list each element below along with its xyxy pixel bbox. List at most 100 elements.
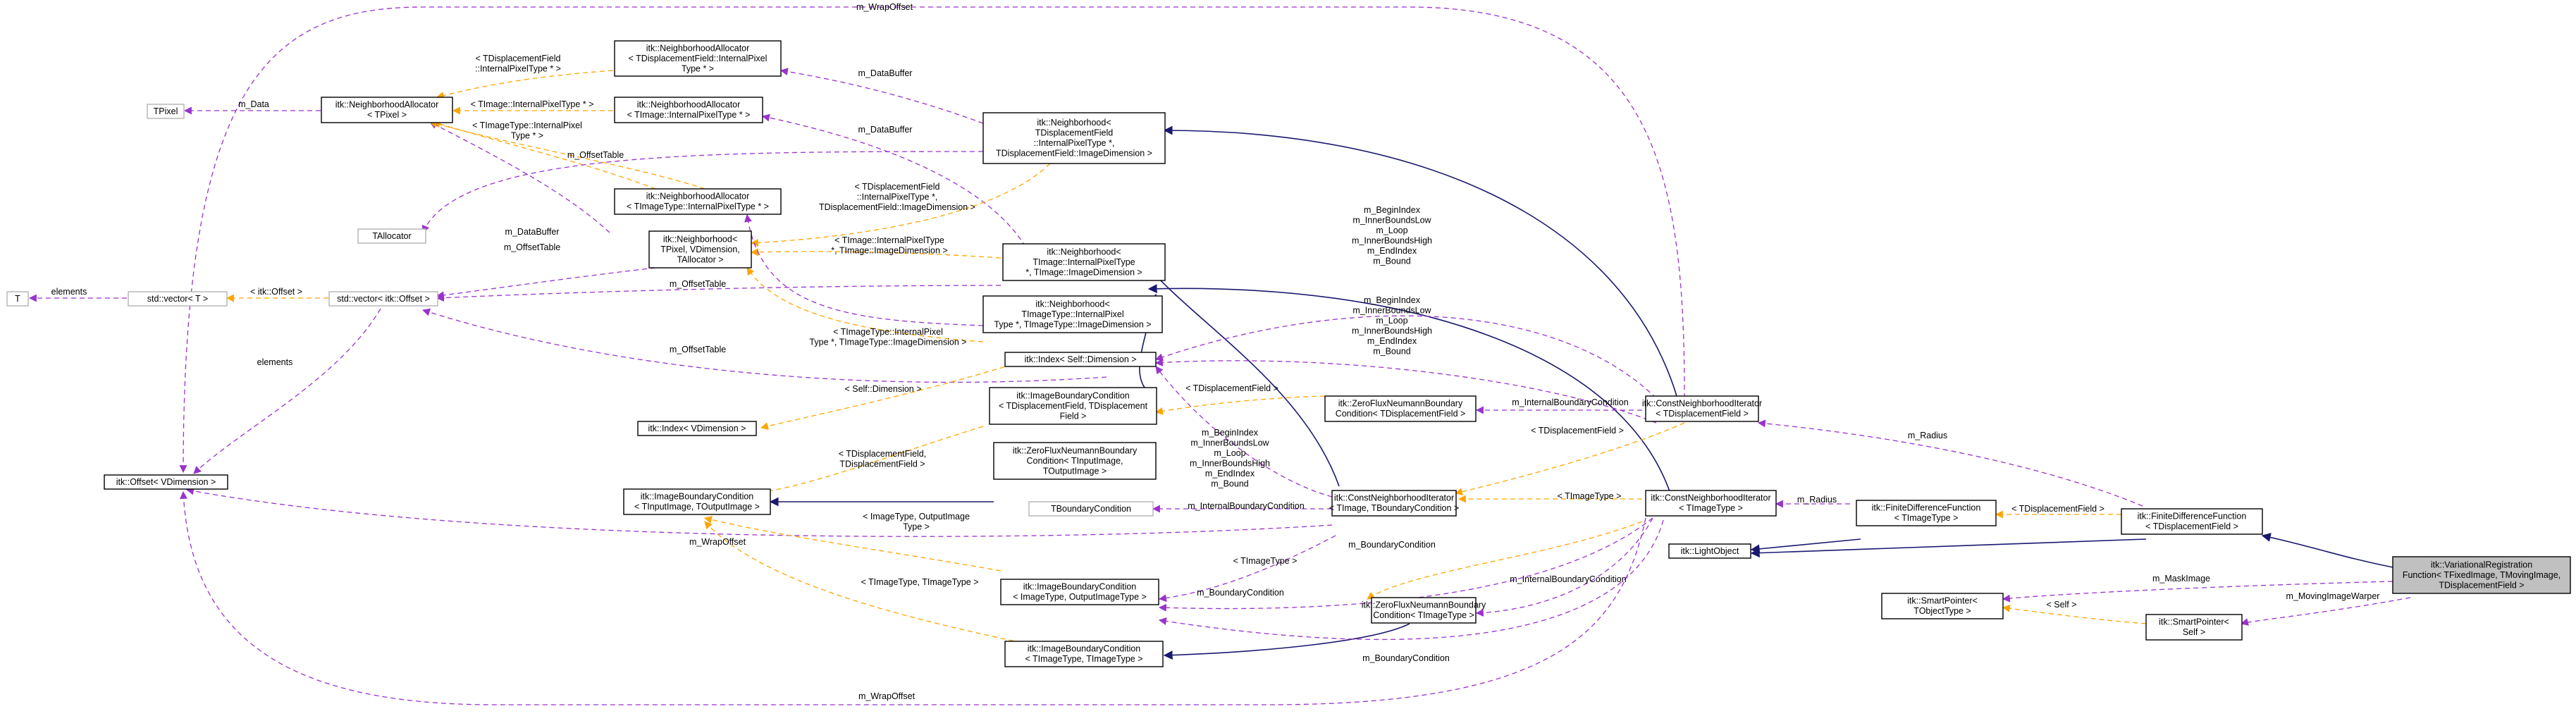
node-label-line: < TImageType >	[1894, 513, 1959, 523]
node-index-vdim[interactable]: itk::Index< VDimension >	[637, 421, 757, 436]
node-fdf-timagetype[interactable]: itk::FiniteDifferenceFunction< TImageTyp…	[1856, 500, 1997, 526]
node-neighborhood-allocator-tpixel[interactable]: itk::NeighborhoodAllocator< TPixel >	[321, 97, 453, 123]
edge-inherit-vrf-fdf	[2261, 533, 2393, 568]
edge-label-m-internal-bc-a: m_InternalBoundaryCondition	[1512, 397, 1628, 407]
edge-label-line: m_MovingImageWarper	[2286, 591, 2380, 601]
edge-offsettable-b	[436, 267, 656, 300]
node-box	[1881, 593, 2004, 619]
node-tpixel[interactable]: TPixel	[147, 104, 185, 119]
edge-label-tdisp-field-tdisp: < TDisplacementField,TDisplacementField …	[839, 449, 926, 469]
edge-label-elements-b: elements	[257, 357, 293, 367]
edge-label-line: m_InnerBoundsHigh	[1352, 236, 1432, 246]
edge-label-wrap-offset-top: m_WrapOffset	[856, 2, 913, 12]
node-neighborhood-timage[interactable]: itk::Neighborhood<TImage::InternalPixelT…	[1002, 243, 1166, 281]
edge-label-line: m_InnerBoundsLow	[1190, 438, 1269, 448]
edge-label-line: m_WrapOffset	[856, 2, 913, 12]
edge-label-line: < ImageType, OutputImage	[863, 512, 970, 521]
node-box	[128, 291, 228, 307]
node-t[interactable]: T	[6, 291, 29, 307]
node-smartpointer-tobject[interactable]: itk::SmartPointer<TObjectType >	[1881, 593, 2004, 619]
node-label-line: itk::Index< VDimension >	[648, 424, 746, 433]
edge-label-line: TDisplacementField::ImageDimension >	[819, 202, 975, 212]
node-box	[2145, 614, 2243, 641]
node-ibc-timagetype[interactable]: itk::ImageBoundaryCondition< TImageType,…	[1004, 641, 1164, 667]
node-box	[614, 40, 782, 77]
edge-label-m-boundarycondition-c: m_BoundaryCondition	[1362, 653, 1450, 663]
node-label-line: itk::ImageBoundaryCondition	[641, 492, 754, 502]
node-label-line: *, TImage::ImageDimension >	[1025, 267, 1142, 277]
edge-label-line: < TImageType, TImageType >	[861, 577, 979, 587]
node-box	[1004, 641, 1164, 667]
node-label-line: itk::LightObject	[1681, 546, 1739, 556]
node-nalloc-tdisp[interactable]: itk::NeighborhoodAllocator< TDisplacemen…	[614, 40, 782, 77]
edge-label-m-offsettable-d: m_OffsetTable	[670, 345, 726, 354]
node-neighborhood-tdisp[interactable]: itk::Neighborhood<TDisplacementField::In…	[982, 112, 1166, 164]
edge-wrapoffset-top	[179, 6, 1685, 474]
edge-label-line: m_WrapOffset	[858, 691, 916, 701]
node-cni-timagetype[interactable]: itk::ConstNeighborhoodIterator< TImageTy…	[1645, 490, 1777, 517]
edge-label-line: m_InnerBoundsHigh	[1352, 326, 1432, 336]
node-label-line: < TInputImage, TOutputImage >	[634, 502, 760, 512]
node-label-line: itk::Neighborhood<	[1047, 247, 1121, 257]
edge-label-self-dimension: < Self::Dimension >	[844, 384, 921, 394]
edges	[28, 6, 2411, 705]
node-index-self[interactable]: itk::Index< Self::Dimension >	[1004, 352, 1157, 367]
node-box	[1668, 543, 1751, 559]
node-box	[1645, 490, 1777, 517]
node-offset-vdim[interactable]: itk::Offset< VDimension >	[104, 474, 228, 490]
edge-label-line: m_BeginIndex	[1364, 295, 1421, 305]
node-lightobject[interactable]: itk::LightObject	[1668, 543, 1751, 559]
node-label-line: Type * >	[682, 63, 714, 73]
node-neighborhood-tpixel[interactable]: itk::Neighborhood<TPixel, VDimension,TAl…	[648, 230, 752, 268]
edge-inherit-zfnbc-timagetype	[1163, 623, 1410, 660]
node-label-line: itk::ConstNeighborhoodIterator	[1642, 399, 1762, 409]
node-tboundarycondition[interactable]: TBoundaryCondition	[1028, 501, 1154, 517]
node-std-vector-offset[interactable]: std::vector< itk::Offset >	[328, 291, 438, 307]
node-tallocator[interactable]: TAllocator	[357, 228, 426, 244]
node-label-line: < TPixel >	[367, 110, 407, 120]
node-label-line: < TDisplacementField, TDisplacement	[999, 401, 1148, 411]
node-label-line: TDisplacementField >	[2439, 580, 2524, 590]
node-box	[1331, 490, 1457, 517]
node-label-line: itk::Index< Self::Dimension >	[1024, 354, 1136, 364]
node-box	[2392, 556, 2571, 594]
edge-label-line: < itk::Offset >	[250, 287, 302, 297]
node-std-vector-t[interactable]: std::vector< T >	[128, 291, 228, 307]
edge-label-line: Type *, TImageType::ImageDimension >	[809, 338, 966, 347]
edge-label-line: m_Loop	[1376, 316, 1407, 326]
node-smartpointer-self[interactable]: itk::SmartPointer<Self >	[2145, 614, 2243, 641]
node-cni-tdisp[interactable]: itk::ConstNeighborhoodIterator< TDisplac…	[1642, 395, 1762, 422]
node-label-line: Field >	[1060, 411, 1087, 421]
node-label-line: TImage::InternalPixelType	[1033, 257, 1135, 267]
edge-tpl-self	[2002, 604, 2147, 624]
node-nalloc-timage-ptr[interactable]: itk::NeighborhoodAllocator< TImage::Inte…	[614, 97, 763, 123]
edge-label-line: < TDisplacementField	[854, 182, 939, 192]
node-ibc-tdisp[interactable]: itk::ImageBoundaryCondition< TDisplaceme…	[989, 387, 1157, 425]
node-label-line: std::vector< T >	[147, 294, 208, 304]
edge-inherit-fdf-tdisp-lightobject	[1750, 538, 2147, 558]
edge-inherit-neighborhood-timagetype	[1147, 284, 1671, 494]
edge-label-line: m_WrapOffset	[689, 537, 746, 547]
node-fdf-tdisp[interactable]: itk::FiniteDifferenceFunction< TDisplace…	[2121, 508, 2263, 535]
node-nalloc-timagetype[interactable]: itk::NeighborhoodAllocator< TImageType::…	[614, 188, 782, 215]
node-box	[1645, 395, 1759, 422]
node-label-line: itk::ConstNeighborhoodIterator	[1651, 493, 1770, 503]
edge-label-line: < TDisplacementField,	[839, 449, 926, 459]
node-box	[1002, 243, 1166, 281]
node-cni-timage[interactable]: itk::ConstNeighborhoodIterator< TImage, …	[1329, 490, 1459, 517]
edge-tpl-self-dimension	[760, 359, 1030, 431]
node-label-line: Condition< TInputImage,	[1026, 456, 1123, 466]
node-label-line: TImageType::InternalPixel	[1021, 309, 1123, 319]
node-label-line: itk::ZeroFluxNeumannBoundary	[1338, 399, 1463, 409]
edge-cni-members-low	[1155, 366, 1333, 498]
edge-label-m-databuffer-b: m_DataBuffer	[858, 125, 913, 135]
edge-label-line: TDisplacementField >	[839, 459, 925, 469]
node-neighborhood-timagetype[interactable]: itk::Neighborhood<TImageType::InternalPi…	[982, 295, 1163, 333]
node-ibc-imagetype-output[interactable]: itk::ImageBoundaryCondition< ImageType, …	[1000, 579, 1159, 605]
node-ibc-tinput[interactable]: itk::ImageBoundaryCondition< TInputImage…	[623, 488, 771, 515]
